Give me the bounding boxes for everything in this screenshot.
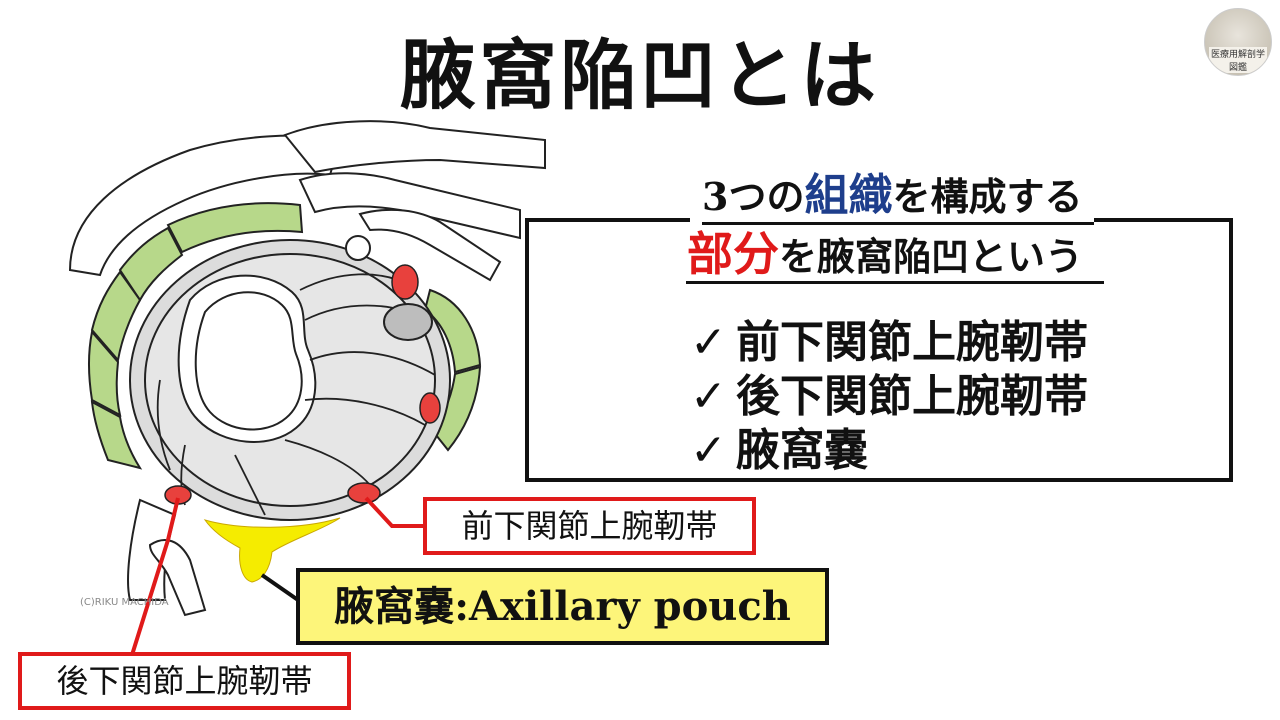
info-heading-line1: 3つの組織を構成する — [690, 170, 1095, 222]
leader-line-posterior — [130, 497, 180, 656]
check-icon: ✓ — [690, 425, 727, 476]
label-posterior-ligament: 後下関節上腕靭帯 — [18, 652, 351, 710]
heading2-highlight: 部分 — [687, 227, 779, 281]
heading2-underline — [686, 281, 1104, 284]
axillary-pouch-shape — [203, 517, 341, 583]
check-icon: ✓ — [690, 371, 727, 422]
leader-line-pouch — [260, 573, 300, 602]
heading1-text-a: 3つの — [702, 174, 805, 219]
heading1-highlight: 組織 — [804, 170, 893, 221]
copyright-text: (C)RIKU MACHIDA — [80, 597, 169, 608]
check-item-label: 腋窩嚢 — [736, 425, 868, 476]
bone-outlines — [68, 120, 546, 617]
check-list: ✓前下関節上腕靭帯 ✓後下関節上腕靭帯 ✓腋窩嚢 — [690, 316, 1088, 478]
check-item: ✓腋窩嚢 — [690, 424, 1088, 478]
leader-line-anterior — [364, 496, 425, 528]
check-item-label: 前下関節上腕靭帯 — [736, 317, 1088, 368]
leader-lines — [130, 496, 425, 656]
grey-structures — [345, 235, 433, 341]
check-item: ✓前下関節上腕靭帯 — [690, 316, 1088, 370]
glenoid-cavity — [129, 239, 451, 521]
info-box — [525, 218, 1233, 482]
label-axillary-pouch: 腋窩嚢:Axillary pouch — [296, 568, 829, 645]
heading1-underline — [702, 222, 1094, 225]
logo: 医療用解剖学図鑑 — [1204, 8, 1272, 76]
heading1-text-b: を構成する — [892, 174, 1083, 219]
check-item: ✓後下関節上腕靭帯 — [690, 370, 1088, 424]
red-ligaments — [164, 264, 441, 505]
heading2-text: を腋窩陥凹という — [779, 234, 1084, 279]
check-icon: ✓ — [690, 317, 727, 368]
label-anterior-ligament: 前下関節上腕靭帯 — [423, 497, 756, 555]
check-item-label: 後下関節上腕靭帯 — [736, 371, 1088, 422]
page-title: 腋窩陥凹とは — [400, 31, 880, 120]
muscle-ring — [88, 202, 482, 470]
logo-text: 医療用解剖学図鑑 — [1209, 47, 1267, 73]
info-heading-line2: 部分を腋窩陥凹という — [675, 228, 1095, 283]
